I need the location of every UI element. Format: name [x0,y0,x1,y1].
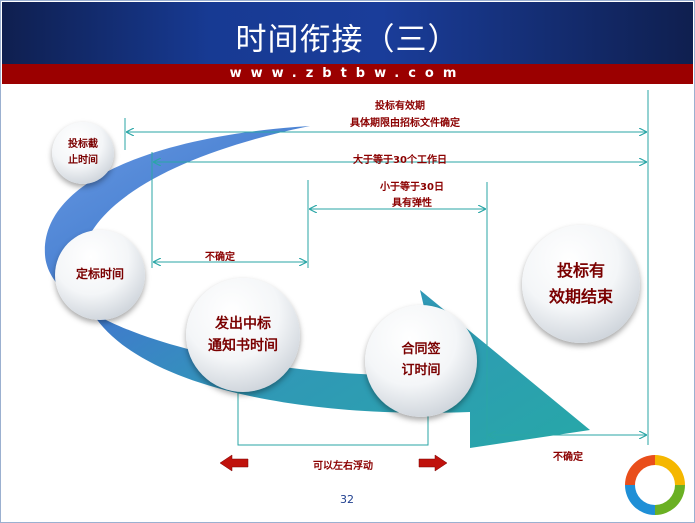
circle-text: 合同签 [401,342,441,358]
circle-text: 订时间 [401,363,441,378]
cycle-icon [625,455,685,515]
award-time-circle: 定标时间 [55,230,145,320]
circle-text: 投标截 [68,139,98,150]
circle-text: 效期结束 [548,287,613,306]
bid-deadline-circle: 投标截止时间 [52,122,114,184]
float-label: 可以左右浮动 [313,461,373,472]
validity-label-1: 投标有效期 [375,101,425,112]
website-band: www.zbtbw.com [2,64,693,84]
header-bar: 时间衔接（三） [2,2,693,64]
right-arrow-icon [418,454,448,472]
gte30-label: 大于等于30个工作日 [353,155,447,166]
circle-text: 投标有 [556,261,605,281]
lte30-label-2: 具有弹性 [392,198,432,209]
circle-text: 止时间 [68,155,98,166]
notice-time-circle: 发出中标通知书时间 [186,278,300,392]
lte30-label-1: 小于等于30日 [380,182,444,193]
uncertain-label-2: 不确定 [553,452,583,463]
page-title: 时间衔接（三） [235,22,460,58]
circle-text: 通知书时间 [208,338,278,354]
circle-text: 定标时间 [75,267,124,282]
left-arrow-icon [219,454,249,472]
contract-time-circle: 合同签订时间 [365,305,477,417]
circle-text: 发出中标 [215,315,271,332]
validity-label-2: 具体期限由招标文件确定 [350,118,460,129]
uncertain-label-1: 不确定 [205,252,235,263]
page-number: 32 [340,493,354,506]
validity-end-circle: 投标有效期结束 [522,225,640,343]
